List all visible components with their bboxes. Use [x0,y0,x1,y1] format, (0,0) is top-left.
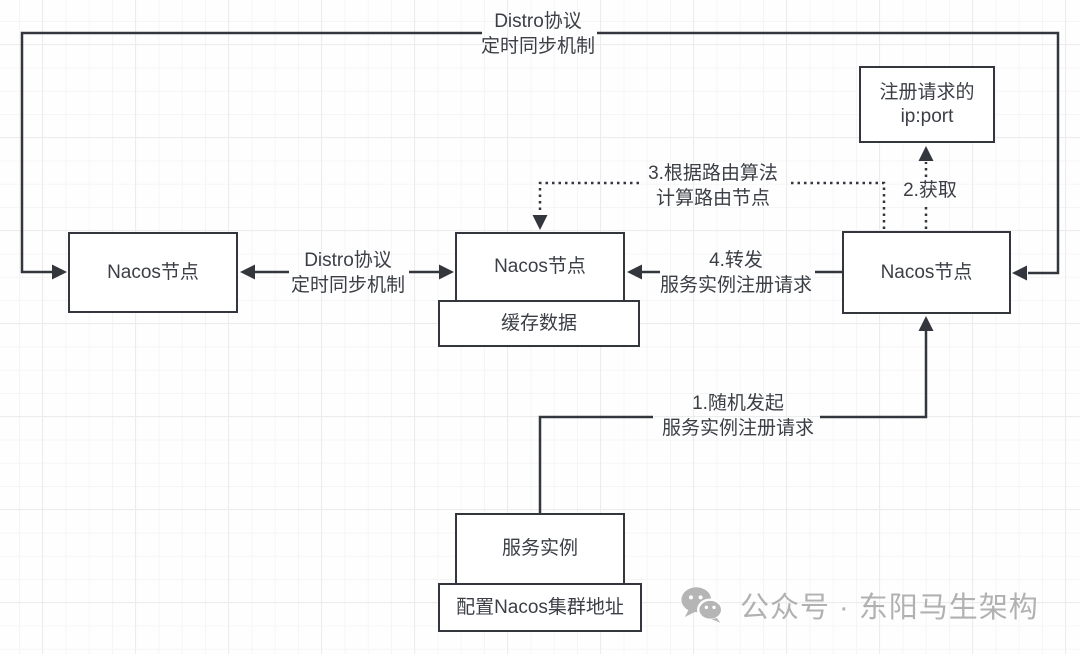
arrowhead-forward [627,264,642,280]
node-service-instance: 服务实例 [455,513,625,585]
arrowhead-into-left-box [52,264,67,280]
edge-initiate-b [820,331,928,419]
arrowhead-initiate-up [918,316,934,331]
watermark-text: 公众号 · 东阳马生架构 [740,592,1039,624]
arrowhead-route-down [532,215,548,230]
edge-top-sync-left [20,31,482,274]
watermark: 公众号 · 东阳马生架构 [680,584,1039,626]
edge-initiate-a [538,415,653,513]
node-cache-data: 缓存数据 [438,300,640,347]
edge-label-fetch: 2.获取 [903,180,957,201]
edge-label-route-calc: 3.根据路由算法 计算路由节点 [648,163,778,209]
node-nacos-middle: Nacos节点 [455,232,625,302]
node-nacos-left: Nacos节点 [68,232,238,313]
edge-label-initiate: 1.随机发起 服务实例注册请求 [661,393,814,439]
node-config-cluster-address: 配置Nacos集群地址 [438,583,642,632]
arrowhead-into-right-box [1012,265,1027,281]
edge-route-dotted-a [788,181,886,229]
edge-label-forward: 4.转发 服务实例注册请求 [659,250,812,296]
wechat-icon [681,587,724,623]
node-register-ip-port: 注册请求的 ip:port [859,66,995,143]
arrowhead-leftmid-left [240,264,255,280]
arrowhead-fetch-up [918,146,934,161]
edge-label-left-mid-sync: Distro协议 定时同步机制 [290,250,405,296]
edge-top-sync-right [597,31,1060,275]
edge-label-top-sync: Distro协议 定时同步机制 [480,11,595,57]
node-nacos-right: Nacos节点 [842,231,1011,314]
arrowhead-leftmid-right [439,264,454,280]
edge-route-dotted-b [538,181,639,214]
